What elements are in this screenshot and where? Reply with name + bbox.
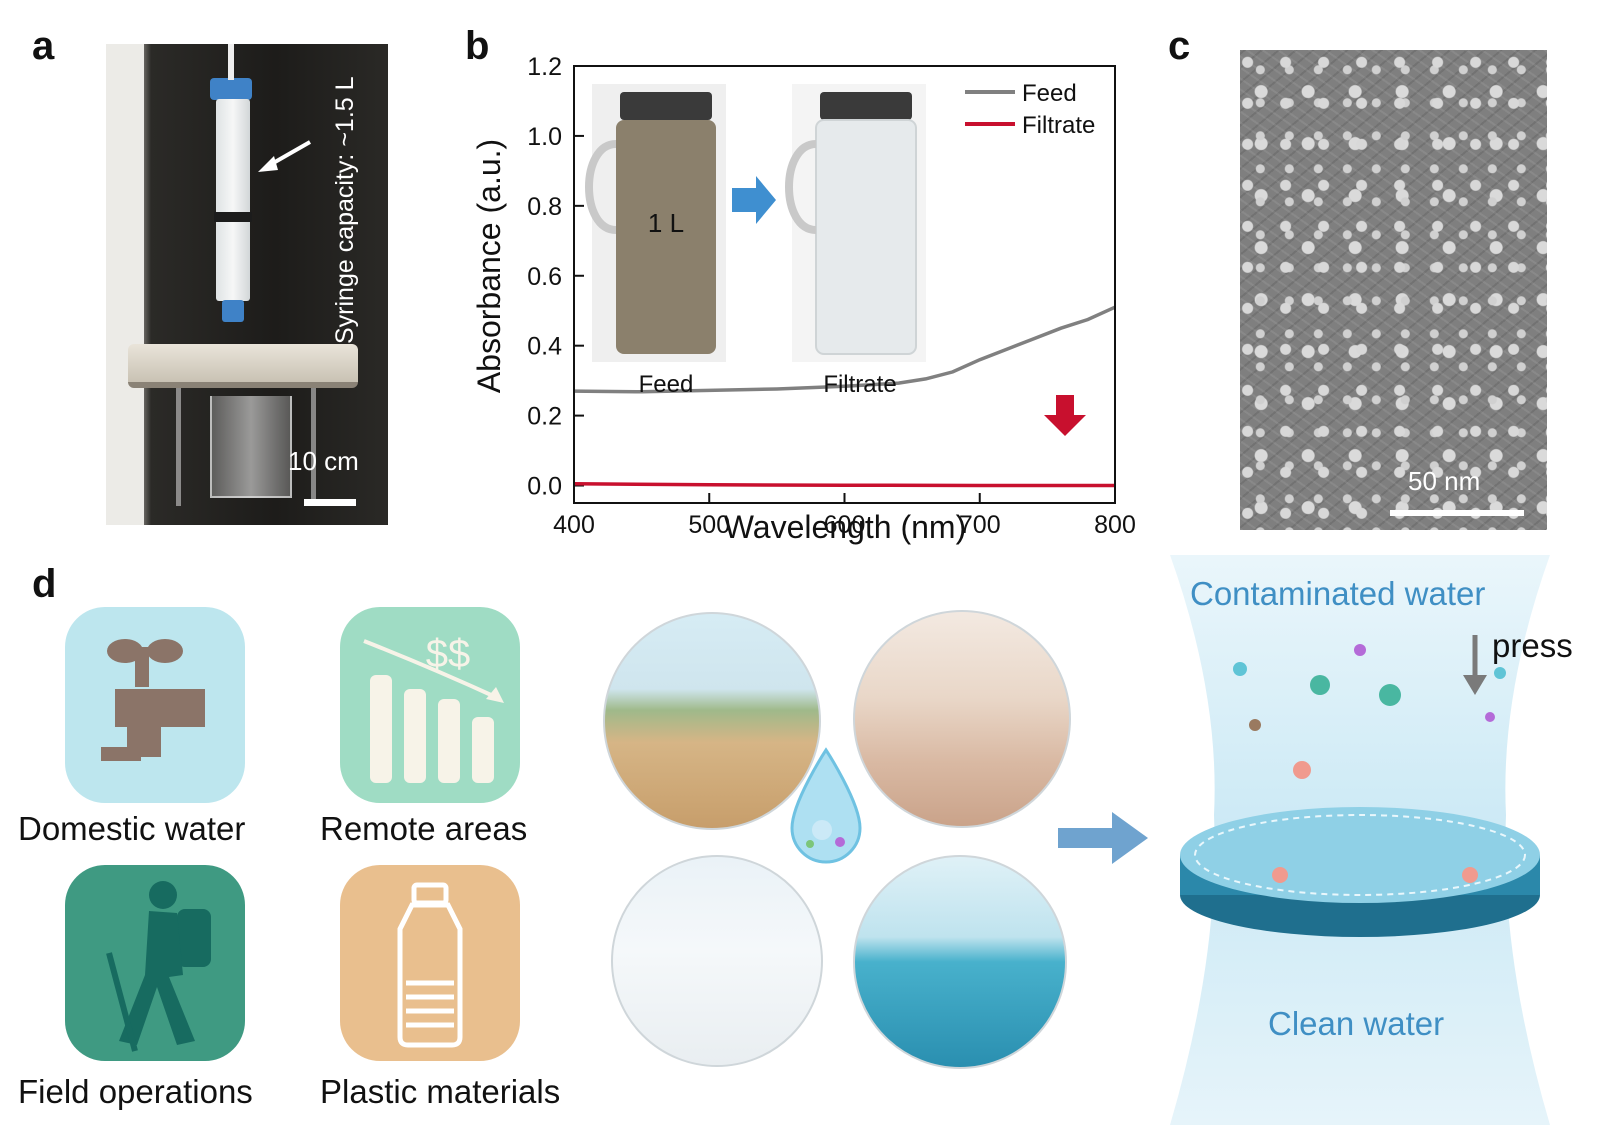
scale-bar-c (1390, 510, 1524, 516)
scale-bar-label-a: 10 cm (288, 446, 359, 476)
x-tick-label: 700 (959, 511, 1001, 539)
water-droplet-icon (790, 747, 862, 864)
inset-jug-volume: 1 L (648, 208, 684, 238)
filtration-schematic: Contaminated water press Clean water (1170, 555, 1573, 1125)
press-label: press (1492, 627, 1573, 664)
tile-remote-areas: $$ (340, 607, 520, 803)
filtrate-down-arrow-icon (1044, 395, 1086, 436)
inset-arrow-icon (732, 176, 776, 224)
filtration-device-photo: Syringe capacity: ~1.5 L 10 cm (106, 44, 388, 525)
scene-ocean-plastic (853, 855, 1067, 1069)
plot-frame (573, 65, 1116, 504)
tile-plastic-materials (340, 865, 520, 1061)
scale-bar-a (304, 499, 356, 506)
press-arrow-icon (1463, 635, 1487, 695)
absorbance-chart: 400 500 600 700 800 0.0 0.2 0.4 0.6 0.8 1.0 1.2 Wav… (471, 53, 1136, 545)
syringe-capacity-label: Syringe capacity: ~1.5 L (331, 76, 359, 344)
y-tick-label: 0.6 (527, 263, 562, 291)
falling-cost-icon: $$ (363, 632, 504, 783)
y-tick-label: 1.0 (527, 123, 562, 151)
chart-legend: Feed Filtrate (965, 80, 1095, 139)
syringe-body (216, 99, 250, 301)
tile-field-operations (65, 865, 245, 1061)
faucet-icon (101, 639, 205, 761)
scene-snow (611, 855, 823, 1067)
inset-filtrate-caption: Filtrate (823, 371, 896, 398)
legend-label-feed: Feed (1022, 80, 1077, 107)
syringe-cap (210, 78, 252, 100)
membrane-disc (1180, 807, 1540, 937)
caption-remote-areas: Remote areas (320, 810, 528, 847)
panel-label-a: a (32, 24, 55, 68)
sem-micrograph: 50 nm (1240, 50, 1547, 530)
series-line-feed (573, 305, 1116, 394)
y-tick-label: 0.0 (527, 473, 562, 501)
contaminant-particles (1233, 644, 1506, 883)
caption-field-operations: Field operations (18, 1073, 253, 1110)
x-tick-label: 500 (688, 511, 730, 539)
caption-domestic-water: Domestic water (18, 810, 246, 847)
hiker-icon (106, 881, 211, 1052)
filter-housing (128, 344, 358, 388)
caption-plastic-materials: Plastic materials (320, 1073, 561, 1110)
big-right-arrow-icon (1058, 812, 1148, 864)
panel-label-b: b (465, 24, 490, 68)
beaker (210, 396, 292, 498)
y-tick-label: 0.4 (527, 333, 562, 361)
legend-label-filtrate: Filtrate (1022, 112, 1095, 139)
syringe-band (214, 212, 252, 222)
x-tick-label: 800 (1094, 511, 1136, 539)
scene-rain-well (603, 612, 821, 830)
syringe-arrow-icon (258, 140, 311, 172)
y-tick-label: 0.8 (527, 193, 562, 221)
stand-leg-right (311, 388, 316, 506)
tile-domestic-water (65, 607, 245, 803)
x-tick-label: 400 (553, 511, 595, 539)
stand-leg-left (176, 388, 181, 506)
scene-drought (853, 610, 1071, 828)
contaminated-water-label: Contaminated water (1190, 575, 1486, 612)
scale-bar-label-c: 50 nm (1408, 466, 1481, 496)
syringe-tip (222, 300, 244, 322)
clean-water-label: Clean water (1268, 1005, 1445, 1042)
y-tick-label: 1.2 (527, 53, 562, 81)
syringe-top-tube (228, 44, 234, 80)
x-tick-label: 600 (824, 511, 866, 539)
y-axis-title: Absorbance (a.u.) (471, 139, 507, 393)
inset-feed-caption: Feed (639, 371, 694, 398)
inset-feed-jug: 1 L (585, 84, 726, 362)
panel-label-d: d (32, 562, 57, 606)
series-line-filtrate (573, 482, 1115, 488)
y-tick-label: 0.2 (527, 403, 562, 431)
x-axis-title: Wavelength (nm) (724, 509, 966, 545)
panel-label-c: c (1168, 24, 1191, 68)
inset-filtrate-jug (785, 84, 926, 362)
bottle-icon (397, 882, 463, 1048)
lab-coat (106, 44, 144, 525)
